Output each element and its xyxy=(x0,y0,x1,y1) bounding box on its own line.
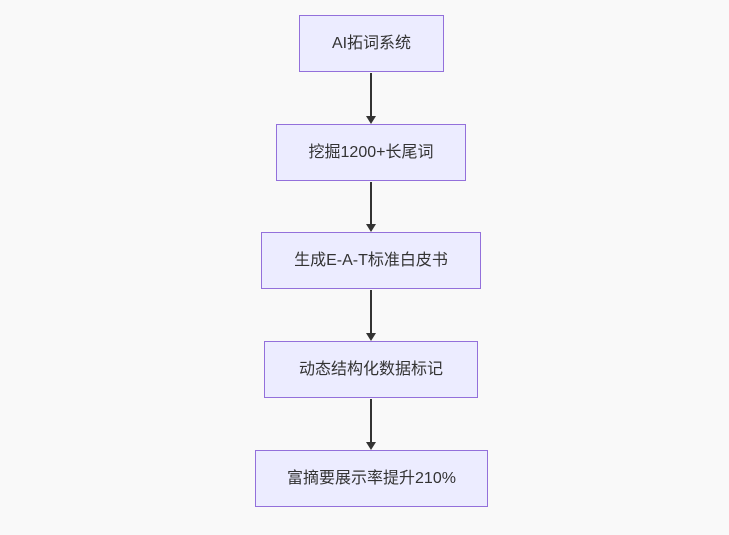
arrow-down-icon xyxy=(366,290,376,341)
flow-node-rich-snippet-result: 富摘要展示率提升210% xyxy=(255,450,488,507)
arrow-down-icon xyxy=(366,399,376,450)
flow-node-ai-keyword-system: AI拓词系统 xyxy=(299,15,444,72)
flow-node-label: 动态结构化数据标记 xyxy=(298,360,443,378)
flow-node-eat-whitepaper: 生成E-A-T标准白皮书 xyxy=(261,232,481,289)
arrow-down-icon xyxy=(366,73,376,124)
flow-node-structured-data-markup: 动态结构化数据标记 xyxy=(264,341,478,398)
flow-node-label: 生成E-A-T标准白皮书 xyxy=(294,251,448,269)
flow-node-label: AI拓词系统 xyxy=(331,34,412,52)
flow-node-label: 富摘要展示率提升210% xyxy=(287,469,456,487)
flow-node-label: 挖掘1200+长尾词 xyxy=(308,143,434,161)
flow-node-longtail-mining: 挖掘1200+长尾词 xyxy=(276,124,466,181)
arrow-down-icon xyxy=(366,182,376,232)
